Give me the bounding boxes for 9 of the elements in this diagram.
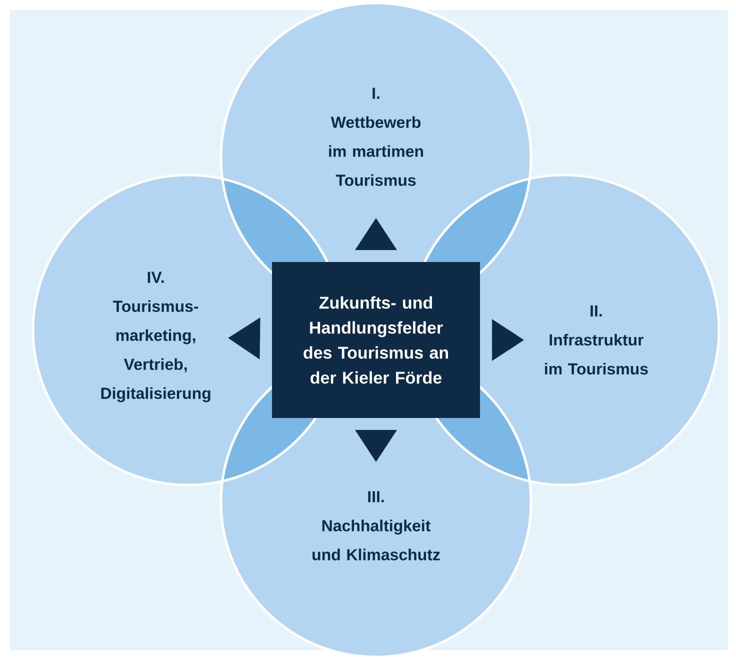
circle-label: IV. Tourismus-marketing, Vertrieb, Digitalisierung	[101, 272, 210, 402]
arrow	[490, 319, 524, 361]
arrow	[355, 430, 397, 462]
center-box: Zukunfts- und Handlungsfelder des Tourismus an der Kieler Förde	[272, 262, 480, 418]
arrow	[355, 218, 397, 250]
arrow	[228, 317, 262, 360]
circle-label: II. Infrastruktur im Tourismus	[545, 305, 648, 375]
circle-label: I. Wettbewerb im martimen Tourismus	[329, 88, 424, 186]
circle-label: III. Nachhaltigkeit und Klimaschutz	[312, 491, 440, 560]
